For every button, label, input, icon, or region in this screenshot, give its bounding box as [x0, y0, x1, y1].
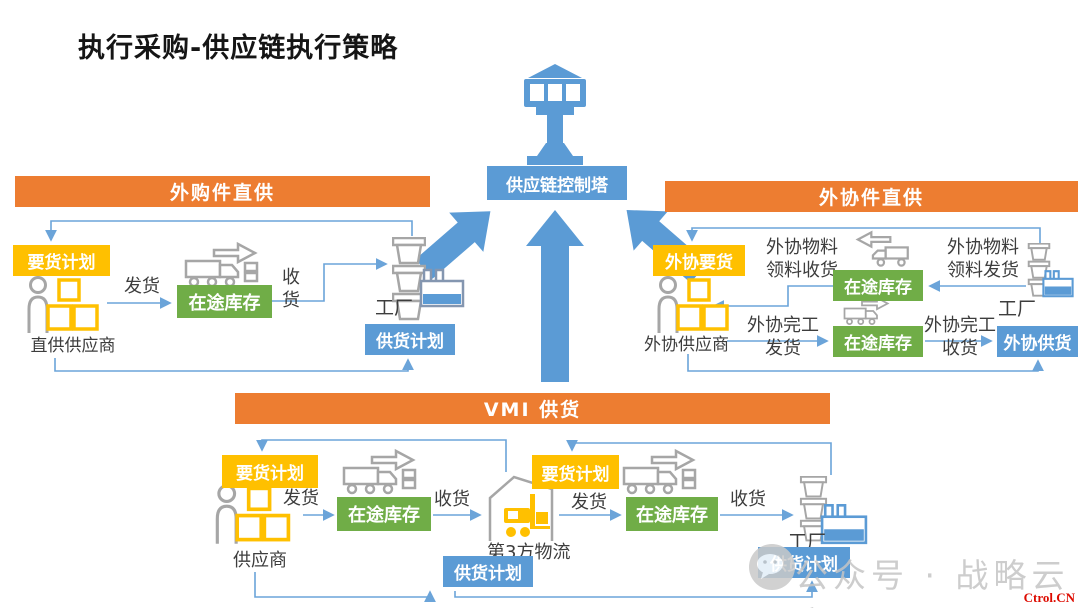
connector-vmi-supplier-to-supply-plan-1 [254, 572, 436, 603]
vmi-transit-1-box: 在途库存 [337, 497, 431, 531]
big-arrow-center [526, 210, 584, 382]
warehouse-forklift-icon [488, 475, 554, 541]
connector-factory-to-demand-plan [45, 220, 413, 242]
outsourced-transit-in-box: 在途库存 [833, 270, 923, 301]
factory-icon [1042, 270, 1074, 298]
connector-logistics-to-demand-plan-1 [256, 439, 507, 472]
connector-factory-to-demand-plan-2 [566, 439, 832, 475]
connector-supplier-to-supply-plan [54, 358, 414, 372]
control-tower-label: 供应链控制塔 [487, 166, 627, 200]
supplier-person-icon [215, 484, 291, 544]
banner-vmi: VMI 供货 [235, 393, 830, 424]
outsourced-finish-ship-label: 外协完工 发货 [747, 315, 819, 360]
vmi-ship-1-label: 发货 [283, 488, 319, 509]
vmi-ship-2-label: 发货 [571, 492, 607, 513]
supplier-person-icon [27, 276, 99, 333]
outsourced-supply-box: 外协供货 [997, 326, 1078, 357]
source-badge: Ctrol.CN [1023, 590, 1075, 605]
factory-icon [820, 503, 868, 545]
outsourced-material-receive-label: 外协物料 领料收货 [766, 237, 838, 282]
purchased-transit-box: 在途库存 [177, 285, 272, 318]
factory-icon [419, 268, 465, 308]
vmi-transit-2-box: 在途库存 [626, 497, 718, 531]
connector-supplier-to-outsourced-supply [687, 354, 1044, 372]
control-tower-icon [524, 64, 586, 165]
wechat-icon [749, 544, 795, 590]
vmi-supply-plan-1-box: 供货计划 [443, 556, 533, 587]
vmi-receive-1-label: 收货 [434, 489, 470, 510]
truck-icon [342, 448, 417, 495]
outsourced-demand-box: 外协要货 [653, 245, 745, 276]
purchased-supplier-label: 直供供应商 [30, 336, 116, 356]
page-title: 执行采购-供应链执行策略 [78, 33, 399, 64]
purchased-ship-label: 发货 [124, 276, 160, 297]
connector-factory-to-outsourced-demand [686, 227, 1041, 244]
containers-icon [799, 476, 828, 542]
vmi-demand-plan-2-box: 要货计划 [532, 455, 619, 489]
truck-icon [622, 448, 697, 495]
banner-purchased: 外购件直供 [15, 176, 430, 207]
supplier-person-icon [657, 276, 729, 333]
outsourced-transit-out-box: 在途库存 [833, 326, 923, 357]
outsourced-supplier-label: 外协供应商 [644, 335, 729, 355]
truck-icon [184, 241, 259, 288]
outsourced-material-ship-label: 外协物料 领料发货 [947, 237, 1019, 282]
purchased-supply-plan-box: 供货计划 [365, 324, 455, 355]
watermark-text: 公众号 · 战略云库 [795, 556, 1070, 608]
big-arrow-left [415, 211, 491, 279]
vmi-demand-plan-1-box: 要货计划 [222, 455, 318, 488]
vmi-receive-2-label: 收货 [730, 489, 766, 510]
truck-left-icon [855, 230, 909, 267]
banner-outsourced: 外协件直供 [665, 181, 1078, 212]
outsourced-factory-label: 工厂 [998, 298, 1037, 320]
connector-logistics-to-supply-plan-2 [454, 580, 818, 598]
connector-transit-in-to-supplier [712, 285, 833, 312]
purchased-factory-label: 工厂 [375, 297, 414, 319]
vmi-supplier-label: 供应商 [233, 550, 287, 571]
purchased-receive-label: 收 货 [282, 267, 300, 312]
purchased-demand-plan-box: 要货计划 [13, 245, 110, 276]
containers-icon [392, 237, 426, 321]
outsourced-finish-receive-label: 外协完工 收货 [924, 315, 996, 360]
connector-transit-to-factory [272, 258, 388, 302]
